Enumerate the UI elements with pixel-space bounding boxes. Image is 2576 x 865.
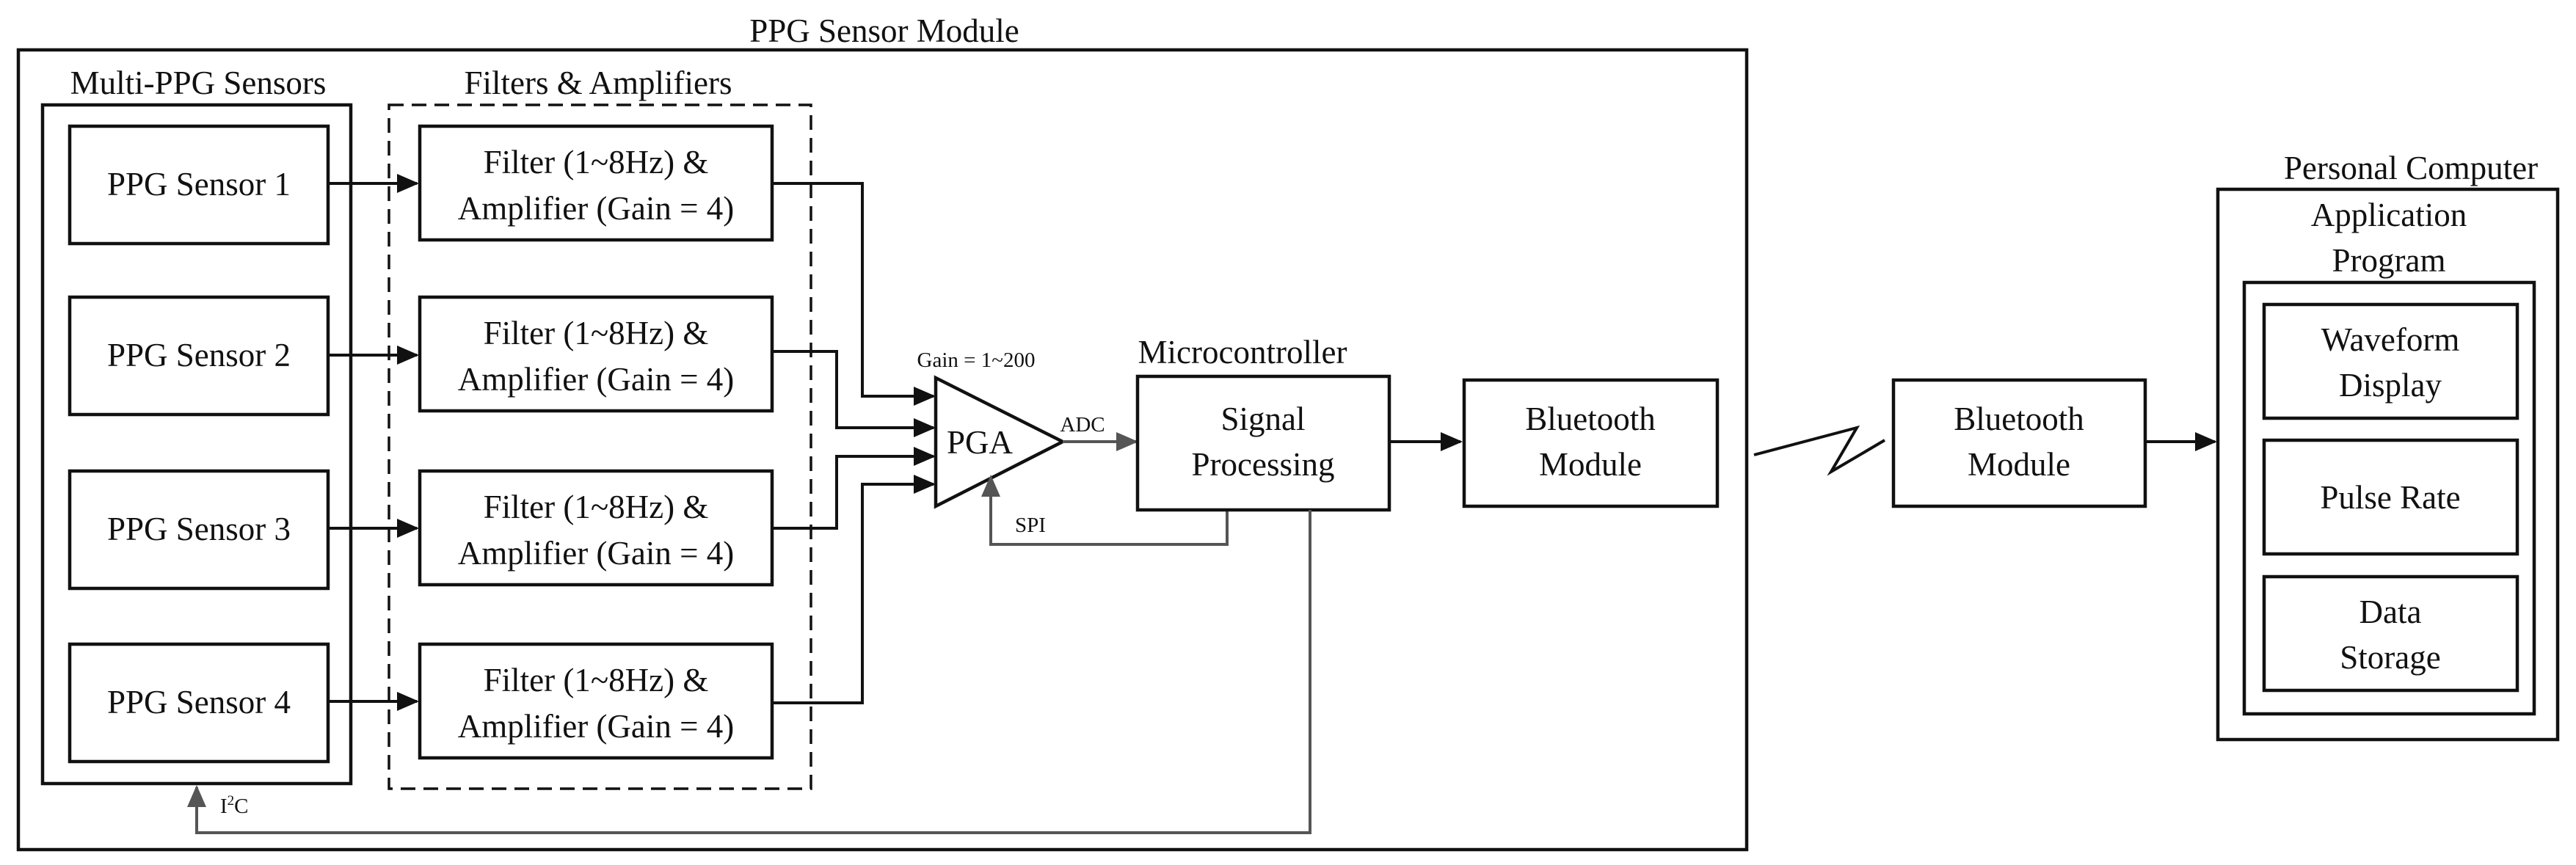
filters-group-frame (388, 103, 812, 790)
bluetooth-remote-line1: Bluetooth (1954, 401, 2084, 437)
i2c-label: I2C (220, 793, 249, 818)
filter-box-2: Filter (1~8Hz) & Amplifier (Gain = 4) (418, 295, 774, 413)
microcontroller-title: Microcontroller (1138, 334, 1347, 371)
bluetooth-local-box (1462, 378, 1720, 508)
sensors-group-title: Multi-PPG Sensors (70, 65, 327, 101)
filter-box-1: Filter (1~8Hz) & Amplifier (Gain = 4) (418, 124, 774, 242)
module-frame (16, 48, 1749, 852)
ppg-sensor-module: PPG Sensor Module (16, 12, 1749, 852)
module-title: PPG Sensor Module (749, 12, 1019, 49)
pga-triangle (934, 375, 1066, 509)
sensor-label-2: PPG Sensor 2 (107, 337, 291, 373)
sensor-to-filter-arrows (328, 174, 419, 711)
data-storage-line2: Storage (2340, 639, 2440, 676)
adc-label: ADC (1060, 413, 1105, 437)
bluetooth-local-line1: Bluetooth (1525, 401, 1656, 437)
bluetooth-module-local: Bluetooth Module (1462, 378, 1720, 508)
pc-title: Personal Computer (2284, 150, 2538, 186)
wire-filter2-pga (772, 350, 936, 437)
filter-1-line2: Amplifier (Gain = 4) (458, 190, 735, 227)
microcontroller-line2: Processing (1192, 446, 1335, 483)
bluetooth-module-remote: Bluetooth Module (1891, 378, 2147, 508)
app-frame (2242, 280, 2536, 716)
i2c-wire (187, 510, 1311, 834)
pga-label: PGA (947, 424, 1014, 461)
spi-wire (981, 475, 1229, 546)
sensor-box-3: PPG Sensor 3 (68, 469, 330, 591)
wire-filter1-pga (772, 182, 936, 406)
microcontroller-box (1135, 374, 1391, 512)
sensor-box-2: PPG Sensor 2 (68, 295, 330, 417)
wire-filter3-pga (772, 447, 936, 530)
waveform-display-box: Waveform Display (2262, 302, 2519, 420)
filters-group-title: Filters & Amplifiers (465, 65, 732, 101)
filter-3-line1: Filter (1~8Hz) & (484, 489, 709, 525)
microcontroller-line1: Signal (1220, 401, 1305, 437)
filter-1-line1: Filter (1~8Hz) & (484, 144, 709, 180)
sensor-label-1: PPG Sensor 1 (107, 166, 291, 202)
filter-4-line2: Amplifier (Gain = 4) (458, 708, 735, 745)
filter-2-line2: Amplifier (Gain = 4) (458, 361, 735, 398)
filter-4-line1: Filter (1~8Hz) & (484, 662, 709, 698)
personal-computer: Personal Computer Application Program Wa… (2216, 150, 2560, 742)
pc-frame (2216, 187, 2560, 742)
filter-box-3: Filter (1~8Hz) & Amplifier (Gain = 4) (418, 469, 774, 587)
sensor-label-4: PPG Sensor 4 (107, 684, 291, 720)
data-storage-box: Data Storage (2262, 574, 2519, 693)
i2c-line: I2C (187, 510, 1311, 834)
bluetooth-remote-line2: Module (1968, 446, 2070, 483)
bluetooth-local-line2: Module (1539, 446, 1642, 483)
microcontroller-block: Microcontroller Signal Processing (1135, 334, 1391, 512)
filters-amplifiers-group: Filters & Amplifiers Filter (1~8Hz) & Am… (388, 65, 812, 790)
multi-ppg-sensors-group: Multi-PPG Sensors PPG Sensor 1 PPG Senso… (40, 65, 353, 786)
spi-label: SPI (1015, 514, 1046, 537)
app-title-line1: Application (2311, 197, 2467, 233)
sensors-group-frame (40, 103, 353, 786)
sensor-box-4: PPG Sensor 4 (68, 642, 330, 764)
filter-2-line1: Filter (1~8Hz) & (484, 315, 709, 351)
waveform-line1: Waveform (2321, 321, 2460, 358)
wire-filter4-pga (772, 475, 936, 704)
pulse-rate-box: Pulse Rate (2262, 438, 2519, 556)
data-storage-line1: Data (2359, 594, 2422, 630)
bluetooth-remote-box (1891, 378, 2147, 508)
sensor-label-3: PPG Sensor 3 (107, 511, 291, 547)
pulse-rate-label: Pulse Rate (2320, 479, 2460, 516)
pga-gain-label: Gain = 1~200 (917, 348, 1036, 372)
app-title-line2: Program (2332, 242, 2446, 279)
pga-block: Gain = 1~200 PGA ADC SPI (917, 348, 1229, 546)
sensor-box-1: PPG Sensor 1 (68, 124, 330, 246)
filter-3-line2: Amplifier (Gain = 4) (458, 535, 735, 572)
waveform-line2: Display (2339, 367, 2442, 404)
filter-box-4: Filter (1~8Hz) & Amplifier (Gain = 4) (418, 642, 774, 760)
wireless-link-icon (1753, 425, 1886, 476)
filter-to-pga-wires (772, 182, 936, 704)
